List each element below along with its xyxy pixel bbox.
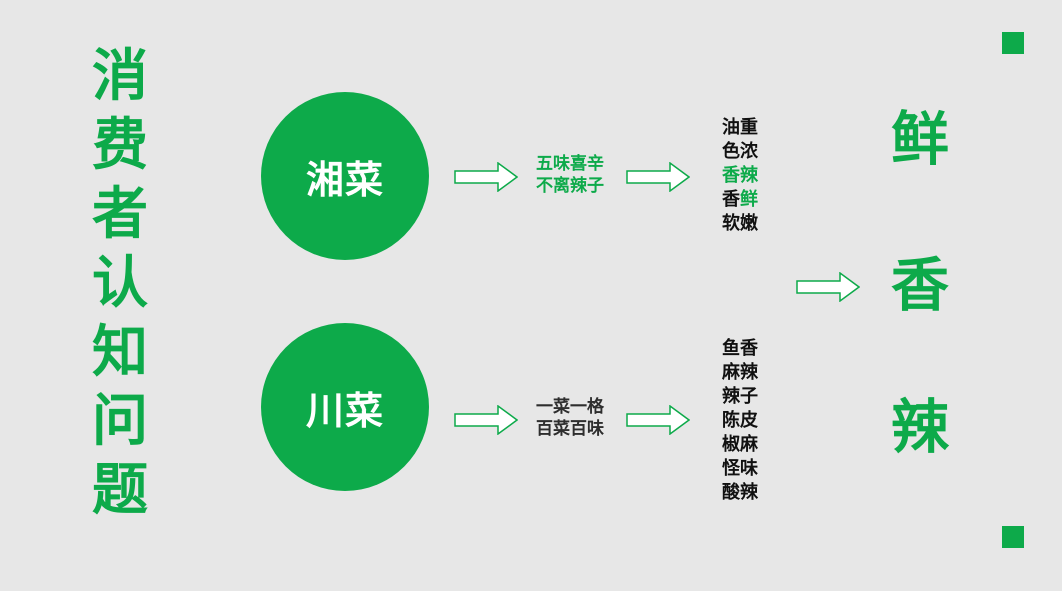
trait-text: 麻辣: [722, 362, 758, 383]
cuisine-circle-chuan: 川菜: [261, 323, 429, 491]
cuisine-label: 湘菜: [305, 157, 384, 202]
phrase-chuan: 一菜一格 百菜百味: [528, 396, 612, 440]
trait-item: 色浓: [722, 140, 758, 164]
title-char: 消: [92, 44, 148, 109]
traits-list-xiang: 油重色浓香辣香鲜软嫩: [722, 116, 758, 236]
outline-right-arrow-icon: [454, 162, 518, 192]
traits-list-chuan: 鱼香麻辣辣子陈皮椒麻怪味酸辣: [722, 337, 758, 505]
conclusion-char: 辣: [890, 393, 949, 461]
title-char: 者: [92, 182, 148, 247]
corner-square-icon: [1002, 526, 1024, 548]
trait-item: 酸辣: [722, 481, 758, 505]
trait-text: 陈皮: [722, 410, 758, 431]
corner-square-icon: [1002, 32, 1024, 54]
phrase-line: 五味喜辛: [536, 154, 604, 174]
trait-text: 酸辣: [722, 482, 758, 503]
vertical-title: 消 费 者 认 知 问 题: [82, 42, 158, 525]
title-char: 题: [92, 458, 148, 523]
trait-text: 怪味: [722, 458, 758, 479]
trait-text: 鱼香: [722, 338, 758, 359]
trait-text: 鲜: [740, 189, 758, 210]
outline-right-arrow-icon: [626, 405, 690, 435]
trait-text: 香辣: [722, 165, 758, 186]
trait-item: 香辣: [722, 164, 758, 188]
title-char: 知: [92, 320, 148, 385]
trait-text: 油重: [722, 117, 758, 138]
phrase-line: 一菜一格: [536, 397, 604, 417]
cuisine-circle-xiang: 湘菜: [261, 92, 429, 260]
title-char: 认: [92, 251, 148, 316]
phrase-line: 百菜百味: [536, 419, 604, 439]
title-char: 问: [92, 389, 148, 454]
title-char: 费: [92, 113, 148, 178]
outline-right-arrow-icon: [796, 272, 860, 302]
conclusion-char: 鲜: [890, 105, 949, 173]
trait-text: 色浓: [722, 141, 758, 162]
trait-item: 陈皮: [722, 409, 758, 433]
outline-right-arrow-icon: [626, 162, 690, 192]
trait-item: 椒麻: [722, 433, 758, 457]
trait-text: 辣子: [722, 386, 758, 407]
trait-item: 香鲜: [722, 188, 758, 212]
trait-item: 鱼香: [722, 337, 758, 361]
cuisine-label: 川菜: [305, 388, 384, 433]
conclusion-char: 香: [890, 251, 949, 319]
trait-item: 油重: [722, 116, 758, 140]
trait-text: 软嫩: [722, 213, 758, 234]
trait-item: 麻辣: [722, 361, 758, 385]
phrase-xiang: 五味喜辛 不离辣子: [528, 153, 612, 197]
trait-text: 香: [722, 189, 740, 210]
trait-item: 怪味: [722, 457, 758, 481]
phrase-line: 不离辣子: [536, 176, 604, 196]
trait-item: 软嫩: [722, 212, 758, 236]
outline-right-arrow-icon: [454, 405, 518, 435]
trait-item: 辣子: [722, 385, 758, 409]
trait-text: 椒麻: [722, 434, 758, 455]
